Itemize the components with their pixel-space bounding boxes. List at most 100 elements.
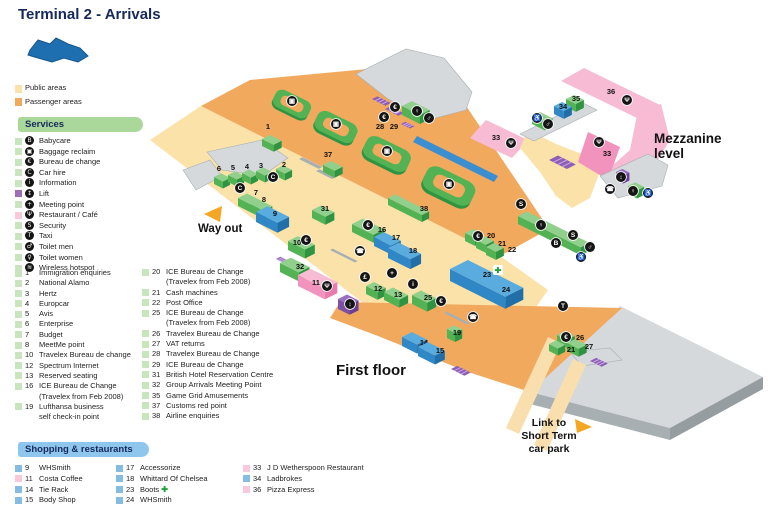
security-icon (567, 229, 579, 241)
legend-swatch (142, 340, 149, 348)
map-block-2-top (276, 165, 293, 174)
map-block-12-side (377, 287, 386, 300)
escalator-4 (451, 365, 471, 376)
shopping-item-number: 9 (25, 463, 30, 472)
map-block-x37-top (628, 182, 645, 191)
baggage-carousel-2 (361, 136, 411, 175)
map-block-16-front (352, 224, 374, 243)
map-block-16-top (352, 218, 385, 235)
map-block-13-front (384, 292, 400, 308)
escalator-stripe (281, 258, 287, 263)
legend-swatch (15, 290, 22, 298)
security-icon (515, 198, 527, 210)
legend-swatch (15, 382, 22, 390)
legend-swatch (142, 402, 149, 410)
map-block-x37-front (628, 186, 637, 199)
floor-lower-passenger-band (330, 302, 622, 392)
service-item-label: British Hotel Reservation Centre (166, 369, 274, 379)
map-label-38: 38 (420, 204, 428, 213)
floor-mezzanine-pink-33 (470, 120, 528, 158)
legend-swatch (243, 475, 250, 483)
baggage-reclaim-icon-glyph: ▣ (333, 121, 340, 128)
map-label-5: 5 (231, 163, 235, 172)
escalator-stripe (553, 157, 563, 163)
babycare-icon-glyph: B (554, 240, 559, 247)
map-block-x38-side (623, 172, 630, 184)
service-item-label: Car hire (39, 167, 66, 177)
bureau-icon (560, 331, 572, 343)
map-label-33: 33 (492, 133, 500, 142)
service-item-number: 31 (152, 369, 161, 379)
security-icon-glyph: S (519, 201, 524, 208)
map-block-7-top (238, 193, 261, 205)
map-block-x34-top (402, 101, 430, 115)
map-block-14-top (402, 332, 428, 345)
map-label-25: 25 (424, 293, 432, 302)
shopping-item-number: 36 (253, 484, 262, 494)
shopping-item-number: 24 (126, 495, 135, 505)
terminal-logo-shape (27, 37, 89, 63)
service-item-label: ICE Bureau de Change(Travelex from Feb 2… (166, 308, 251, 328)
bureau-icon (362, 219, 374, 231)
legend-swatch (15, 179, 22, 187)
legend-swatch (15, 310, 22, 318)
escalator-stripe (460, 370, 468, 375)
service-item-number: 10 (25, 350, 34, 360)
security-icon: S (25, 220, 34, 230)
roof-wayout (206, 139, 289, 177)
map-block-13-side (399, 295, 409, 308)
service-item-label: Baggage reclaim (39, 146, 96, 156)
map-label-1: 1 (266, 122, 270, 131)
map-label-3: 3 (259, 161, 263, 170)
legend-swatch (243, 486, 250, 494)
map-block-19-top (447, 325, 463, 334)
escalator-stripe (557, 159, 568, 165)
service-item-label: Travelex Bureau de Change (166, 349, 260, 359)
service-item-number: 29 (152, 359, 161, 369)
escalator-stripe (375, 97, 381, 102)
service-item: +Meeting point (15, 199, 140, 211)
service-item-label: Toilet men (39, 241, 74, 251)
map-block-34-top (554, 101, 572, 111)
service-item-number: 1 (25, 268, 30, 277)
bureau-icon (378, 111, 390, 123)
escalator-stripe (457, 368, 465, 373)
restaurant-icon (321, 280, 333, 292)
toilet-men-icon: ♂ (25, 241, 34, 251)
map-label-2: 2 (282, 160, 286, 169)
map-text-0: Way out (198, 223, 242, 235)
map-block-x38-top (616, 168, 630, 176)
map-block-9-top (256, 206, 290, 223)
legend-swatch (142, 330, 149, 338)
service-item-number: 8 (25, 340, 30, 350)
map-block-7-side (251, 200, 261, 213)
legend-swatch (142, 309, 149, 317)
roof-top-center (355, 48, 473, 121)
map-label-7: 7 (254, 188, 258, 197)
service-item-number: 38 (152, 411, 161, 421)
map-block-x35-front (388, 198, 422, 222)
map-block-3-side (264, 171, 273, 183)
legend-swatch (15, 486, 22, 494)
map-label-10: 10 (293, 238, 301, 247)
map-block-19-side (455, 329, 463, 343)
legend-swatch (142, 350, 149, 358)
toilet-women-icon: ♀ (25, 252, 34, 262)
escalator-stripe (598, 361, 606, 366)
bureau-icon-glyph: € (564, 334, 568, 341)
map-block-3-top (256, 167, 273, 176)
escalator-stripe (403, 122, 408, 126)
map-block-6-side (222, 177, 231, 189)
service-item-label: Information (39, 178, 77, 188)
map-label-34: 34 (559, 102, 568, 111)
car-icon: C (25, 167, 34, 177)
